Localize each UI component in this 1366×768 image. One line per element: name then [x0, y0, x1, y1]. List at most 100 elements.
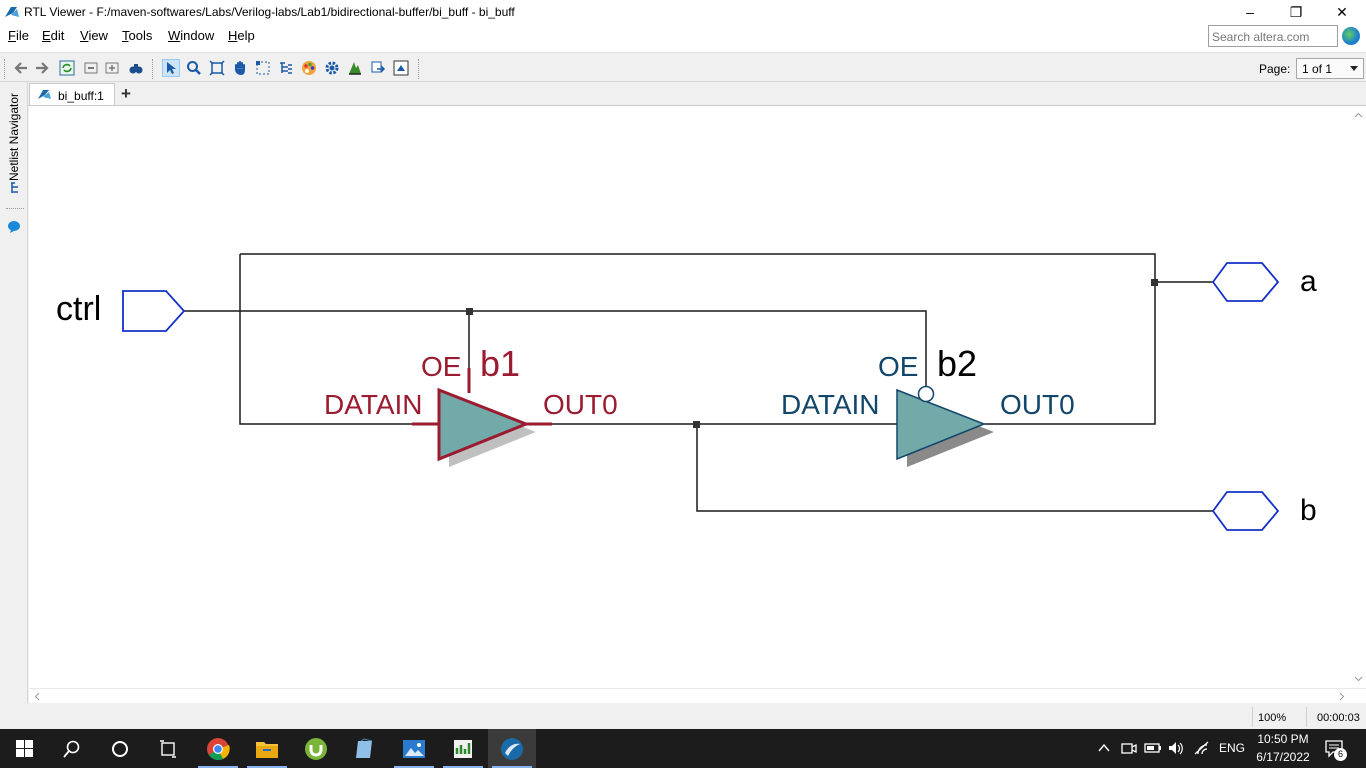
b1-oe-label: OE: [421, 351, 461, 382]
menu-bar: File Edit View Tools Window Help: [0, 24, 1366, 52]
dock-divider: [6, 208, 24, 209]
b2-triangle: [896, 388, 987, 461]
go-up-icon[interactable]: [82, 59, 100, 77]
file-explorer-icon[interactable]: [243, 729, 291, 768]
export-icon[interactable]: [369, 59, 387, 77]
go-down-icon[interactable]: [103, 59, 121, 77]
area-select-icon[interactable]: [254, 59, 272, 77]
a-bidir-port[interactable]: [1211, 262, 1280, 302]
toolbar-grip: [4, 59, 6, 79]
toolbar: [0, 52, 1366, 82]
horizontal-scrollbar[interactable]: [29, 688, 1366, 703]
zoom-tool-icon[interactable]: [185, 59, 203, 77]
hierarchy-icon[interactable]: [277, 59, 295, 77]
rtl-viewer-app-icon: [5, 7, 19, 17]
task-view-icon[interactable]: [144, 729, 192, 768]
junction-dot: [1151, 279, 1158, 286]
toolbar-separator: [152, 59, 154, 79]
excel-icon[interactable]: [439, 729, 487, 768]
maximize-button[interactable]: ❐: [1289, 3, 1303, 20]
tab-bi-buff[interactable]: bi_buff:1: [29, 83, 115, 105]
netlist-navigator-tab[interactable]: Netlist Navigator: [7, 92, 21, 181]
title-bar: RTL Viewer - F:/maven-softwares/Labs/Ver…: [0, 0, 1366, 24]
clock-time[interactable]: 10:50 PM: [1257, 732, 1309, 746]
tab-label: bi_buff:1: [58, 89, 104, 103]
rtl-viewer-tab-icon: [38, 90, 51, 99]
ctrl-input-port[interactable]: [122, 290, 186, 332]
status-bar: 100% 00:00:03: [0, 703, 1366, 729]
scroll-up-icon[interactable]: [1354, 112, 1363, 118]
tab-bar: [28, 82, 1366, 106]
menu-tools[interactable]: Tools: [122, 28, 153, 43]
volume-icon[interactable]: [1167, 740, 1185, 756]
wire-ctrl[interactable]: [184, 310, 927, 386]
cortana-icon[interactable]: [96, 729, 144, 768]
color-icon[interactable]: [300, 59, 318, 77]
toolbar-separator: [418, 59, 420, 79]
ctrl-port-label: ctrl: [56, 290, 101, 328]
battery-icon[interactable]: [1144, 741, 1162, 755]
page-label: Page:: [1259, 62, 1291, 76]
clock-date[interactable]: 6/17/2022: [1256, 750, 1310, 764]
chat-icon[interactable]: [7, 220, 21, 237]
b2-datain-label: DATAIN: [781, 389, 880, 420]
scroll-down-icon[interactable]: [1354, 676, 1363, 682]
search-icon[interactable]: [48, 729, 96, 768]
close-button[interactable]: ✕: [1336, 3, 1348, 20]
chevron-up-icon[interactable]: [1098, 743, 1110, 753]
window-title: RTL Viewer - F:/maven-softwares/Labs/Ver…: [24, 5, 515, 19]
b-port-label: b: [1300, 494, 1317, 527]
b1-name: b1: [480, 343, 520, 384]
page-select[interactable]: 1 of 1: [1296, 58, 1364, 79]
scroll-right-icon[interactable]: [1339, 692, 1345, 701]
buffer-b1[interactable]: OE b1 DATAIN OUT0: [324, 343, 618, 467]
refresh-icon[interactable]: [58, 59, 76, 77]
language-indicator[interactable]: ENG: [1219, 741, 1246, 755]
menu-edit[interactable]: Edit: [42, 28, 65, 43]
chrome-icon[interactable]: [194, 729, 242, 768]
hand-tool-icon[interactable]: [231, 59, 249, 77]
b2-oe-label: OE: [878, 351, 918, 382]
b2-inverter-bubble: [917, 385, 935, 403]
schematic-canvas[interactable]: .wire{stroke:#1a1a1a;stroke-width:1.5;fi…: [29, 106, 1351, 688]
menu-window[interactable]: Window: [168, 28, 215, 43]
add-tab-button[interactable]: +: [121, 84, 131, 103]
wire-b-port[interactable]: [696, 424, 1213, 512]
taskbar: ENG 10:50 PM 6/17/2022 6: [0, 729, 1366, 768]
minimize-button[interactable]: –: [1246, 4, 1254, 20]
scroll-left-icon[interactable]: [34, 692, 40, 701]
quartus-icon[interactable]: [488, 729, 536, 768]
junction-dot: [693, 421, 700, 428]
b1-datain-label: DATAIN: [324, 389, 423, 420]
photos-icon[interactable]: [390, 729, 438, 768]
forward-icon[interactable]: [33, 59, 51, 77]
b-bidir-port[interactable]: [1211, 491, 1280, 531]
buffer-b2[interactable]: OE b2 DATAIN OUT0: [781, 343, 1075, 467]
page-icon[interactable]: [392, 59, 410, 77]
menu-view[interactable]: View: [80, 28, 108, 43]
chevron-down-icon: [1350, 66, 1358, 71]
wire-a-feedback[interactable]: [240, 253, 1156, 425]
b1-out-label: OUT0: [543, 389, 618, 420]
fit-icon[interactable]: [208, 59, 226, 77]
junction-dot: [466, 308, 473, 315]
meet-now-icon[interactable]: [1121, 740, 1137, 756]
utorrent-icon[interactable]: [292, 729, 340, 768]
status-divider: [1252, 707, 1253, 727]
menu-file[interactable]: File: [8, 28, 29, 43]
back-icon[interactable]: [12, 59, 30, 77]
notepad-icon[interactable]: [341, 729, 389, 768]
wifi-icon[interactable]: [1193, 740, 1211, 756]
elapsed-time: 00:00:03: [1317, 712, 1360, 724]
netlist-navigator-icon: [10, 182, 20, 197]
search-input[interactable]: Search altera.com: [1208, 25, 1338, 47]
globe-icon[interactable]: [1342, 27, 1360, 45]
vertical-scrollbar[interactable]: [1351, 106, 1366, 688]
start-icon[interactable]: [0, 729, 48, 768]
settings-icon[interactable]: [323, 59, 341, 77]
left-dock: [0, 82, 28, 707]
menu-help[interactable]: Help: [228, 28, 255, 43]
select-tool-icon[interactable]: [162, 59, 180, 77]
find-icon[interactable]: [127, 59, 145, 77]
filter-icon[interactable]: [346, 59, 364, 77]
